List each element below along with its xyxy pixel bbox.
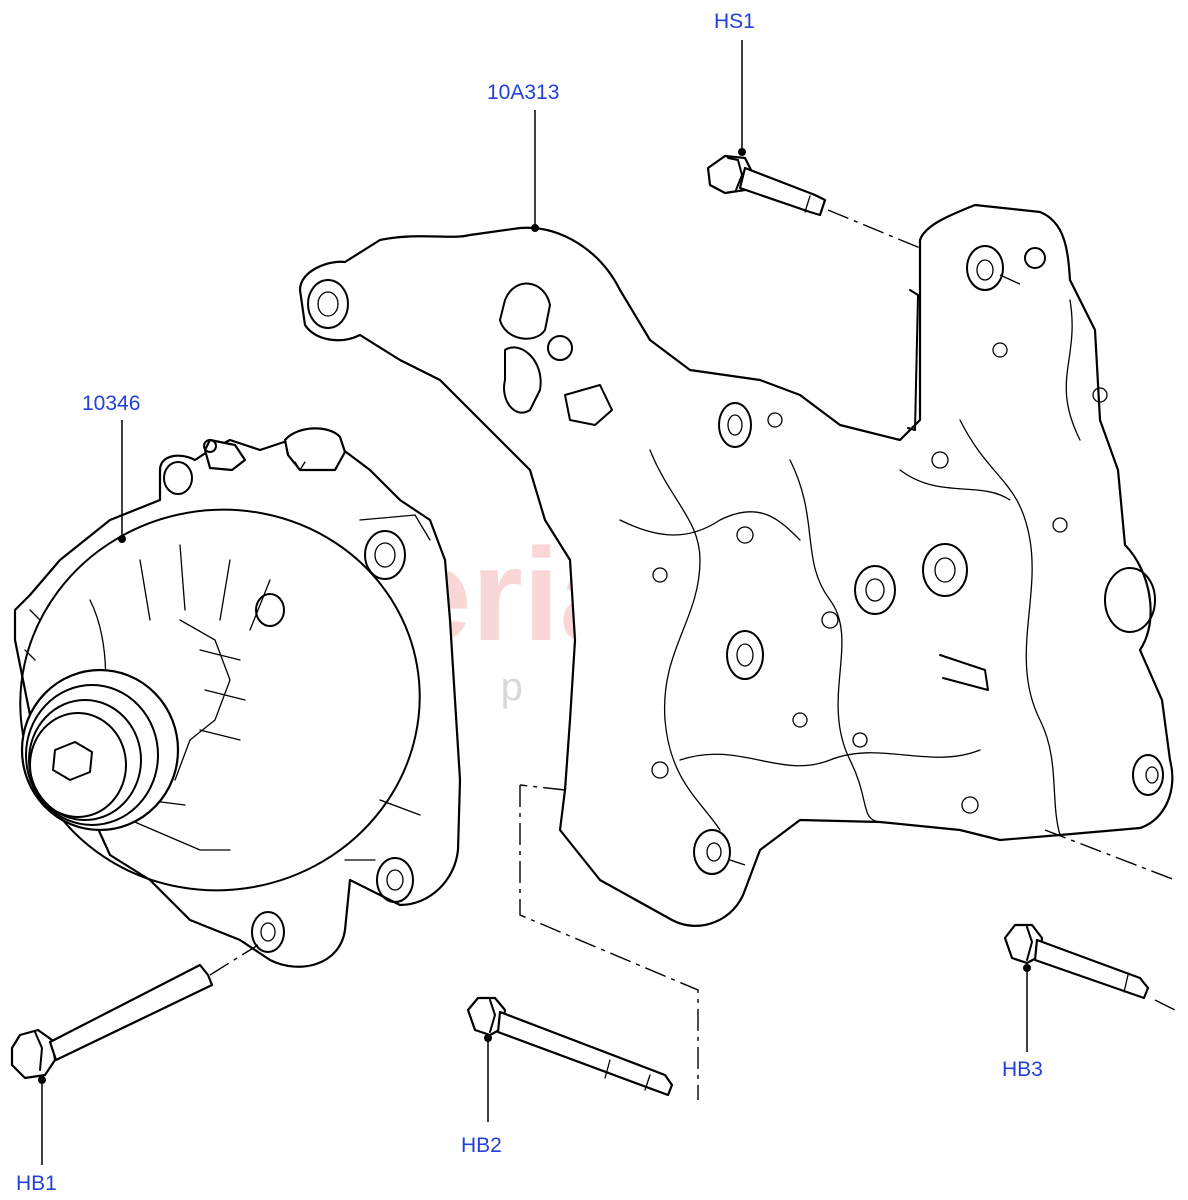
callout-hb3[interactable]: HB3	[1002, 1058, 1043, 1081]
bolt-2[interactable]	[466, 996, 674, 1097]
leader-lines	[38, 40, 1031, 1165]
stud-bolt[interactable]	[706, 154, 827, 217]
callout-hb2[interactable]: HB2	[461, 1134, 502, 1157]
alignment-lines	[209, 209, 1176, 1100]
callout-hb1[interactable]: HB1	[16, 1172, 57, 1195]
bolt-1[interactable]	[10, 963, 214, 1080]
alternator[interactable]	[0, 427, 462, 968]
callout-10346[interactable]: 10346	[82, 392, 140, 415]
bolt-3[interactable]	[1003, 923, 1150, 1000]
alternator-bracket[interactable]	[298, 203, 1174, 927]
callout-hs1[interactable]: HS1	[714, 10, 755, 33]
callout-10a313[interactable]: 10A313	[487, 81, 559, 104]
